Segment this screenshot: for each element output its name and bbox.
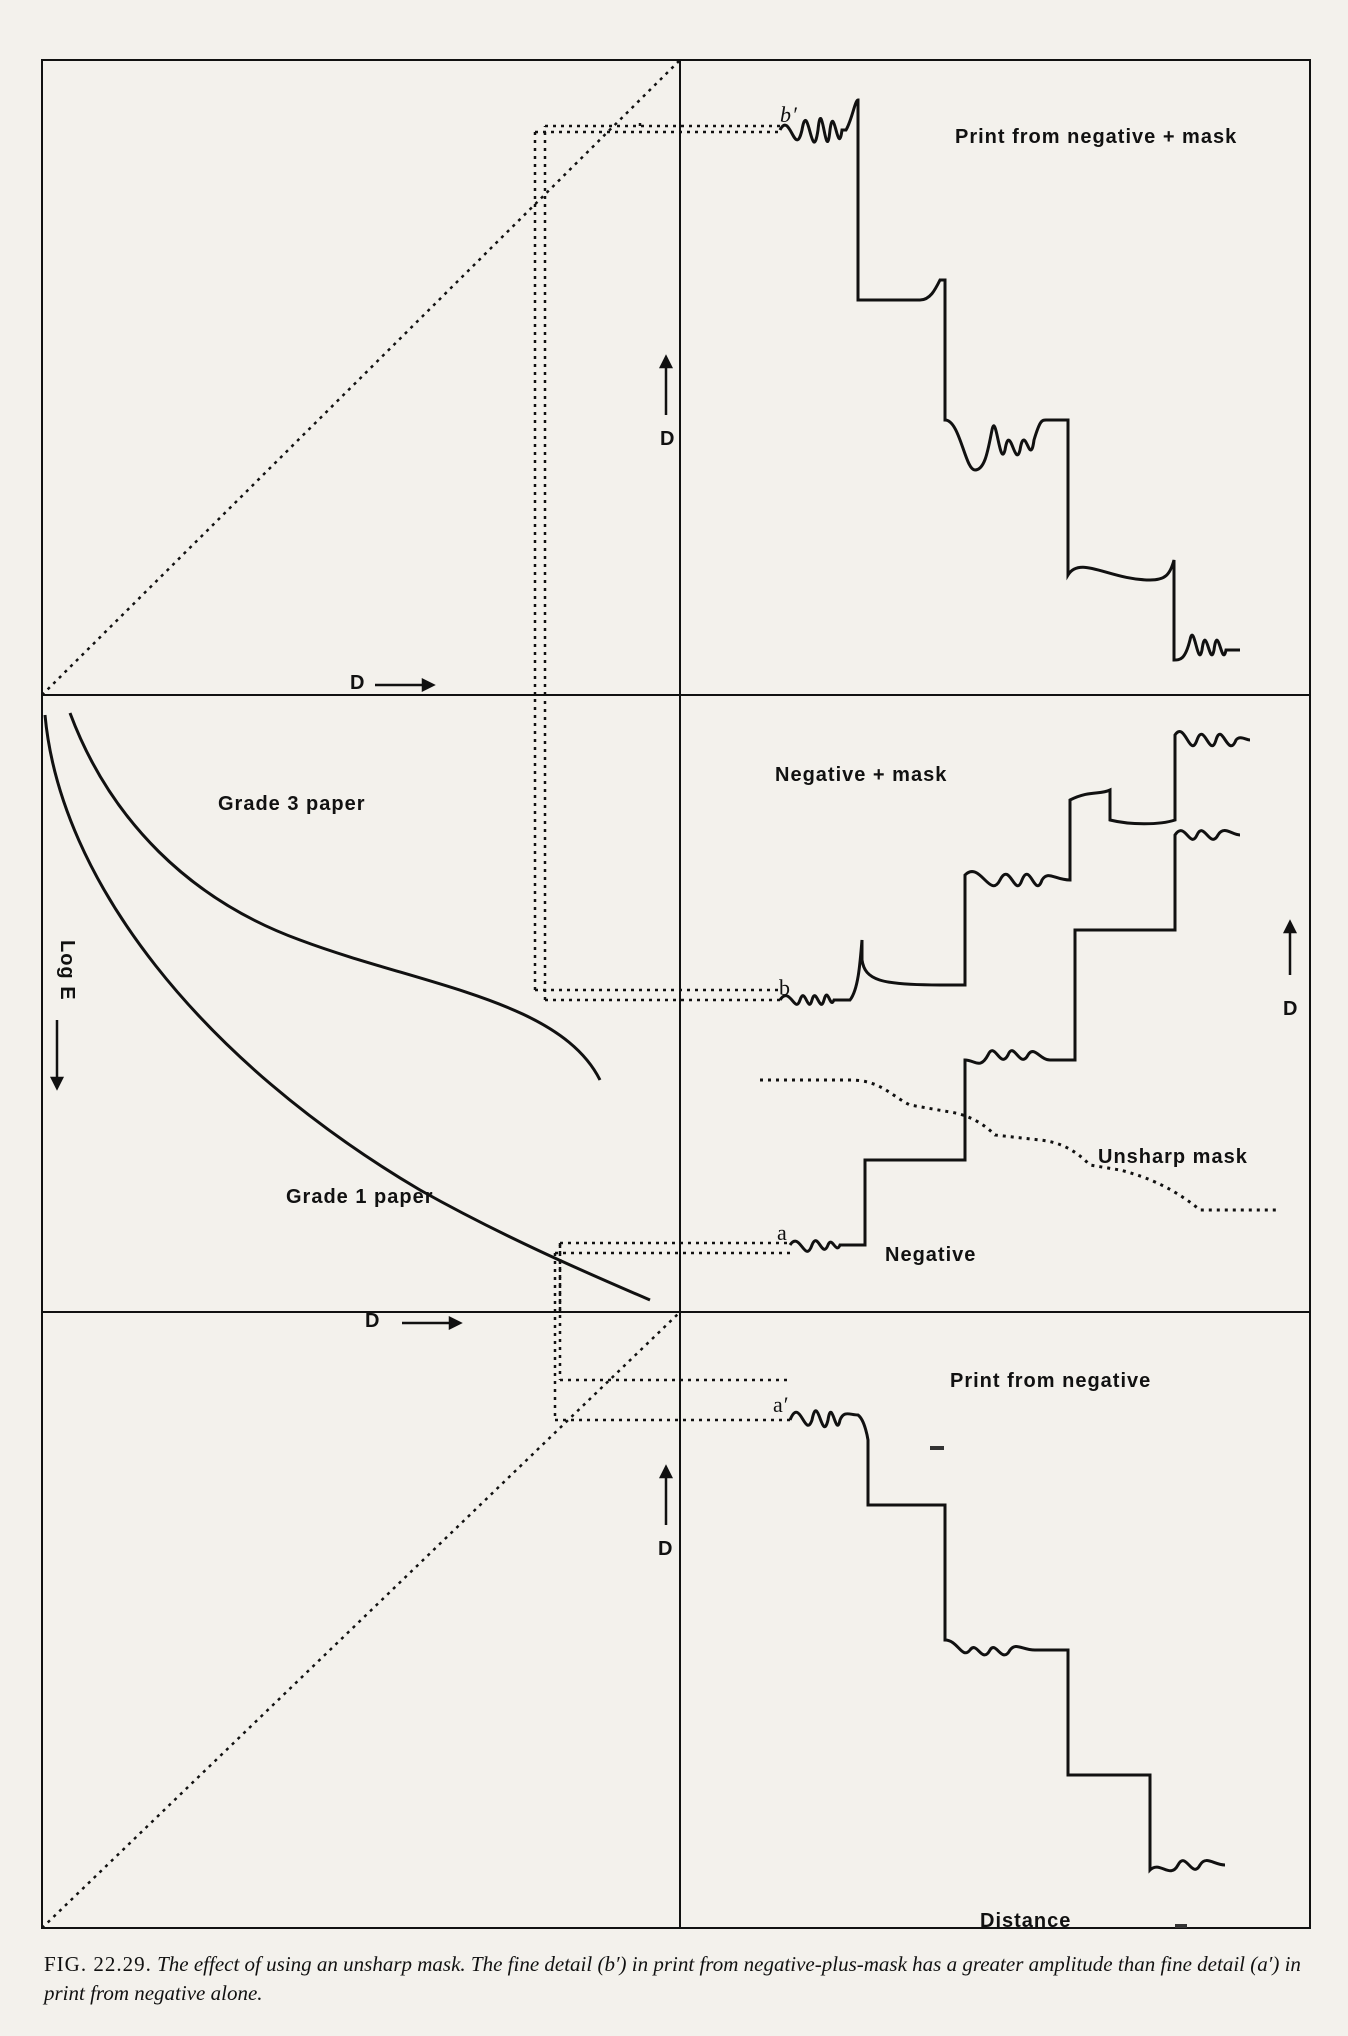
print-neg-curve — [788, 1409, 1226, 1874]
figure-caption: FIG. 22.29. The effect of using an unsha… — [44, 1950, 1304, 2008]
grade-1-paper-label: Grade 1 paper — [286, 1186, 434, 1208]
d-axis-label-top: D — [350, 672, 366, 694]
axis-arrows — [49, 354, 1298, 1525]
b-prime-label: b′ — [780, 102, 798, 127]
distance-axis-label: Distance — [980, 1910, 1072, 1932]
diagonal-top-left — [41, 59, 681, 696]
grade-3-paper-label: Grade 3 paper — [218, 793, 366, 815]
negative-curve — [788, 829, 1241, 1253]
projection-lines — [533, 118, 790, 1422]
paper-curves — [43, 712, 651, 1302]
caption-text: The effect of using an unsharp mask. The… — [44, 1952, 1301, 2005]
grade-3-curve — [68, 712, 602, 1081]
print-smudge-marks — [930, 1446, 1187, 1928]
d-axis-label-q1: D — [660, 428, 676, 450]
b-label: b — [779, 975, 791, 1000]
a-prime-label: a′ — [773, 1392, 790, 1417]
neg-mask-curve — [778, 730, 1251, 1006]
unsharp-mask-curve — [760, 1078, 1280, 1212]
log-e-axis-label: Log E — [56, 940, 78, 1001]
d-axis-label-q2: D — [1283, 998, 1299, 1020]
diagonal-bottom-left — [41, 1311, 681, 1929]
grade-1-curve — [43, 714, 651, 1302]
d-axis-label-q3: D — [658, 1538, 674, 1560]
d-axis-label-bottom: D — [365, 1310, 381, 1332]
negative-label: Negative — [885, 1244, 977, 1266]
print-from-negative-label: Print from negative — [950, 1370, 1152, 1392]
diagonal-guides — [41, 59, 681, 1929]
unsharp-mask-label: Unsharp mask — [1098, 1146, 1248, 1168]
print-neg-mask-curve — [778, 98, 1240, 662]
outer-frame — [41, 59, 1311, 1929]
negative-mask-label: Negative + mask — [775, 764, 948, 786]
a-label: a — [777, 1220, 788, 1245]
print-from-negative-mask-label: Print from negative + mask — [955, 126, 1238, 148]
caption-figure-number: FIG. 22.29. — [44, 1952, 152, 1976]
frame-lines — [41, 59, 1311, 1929]
